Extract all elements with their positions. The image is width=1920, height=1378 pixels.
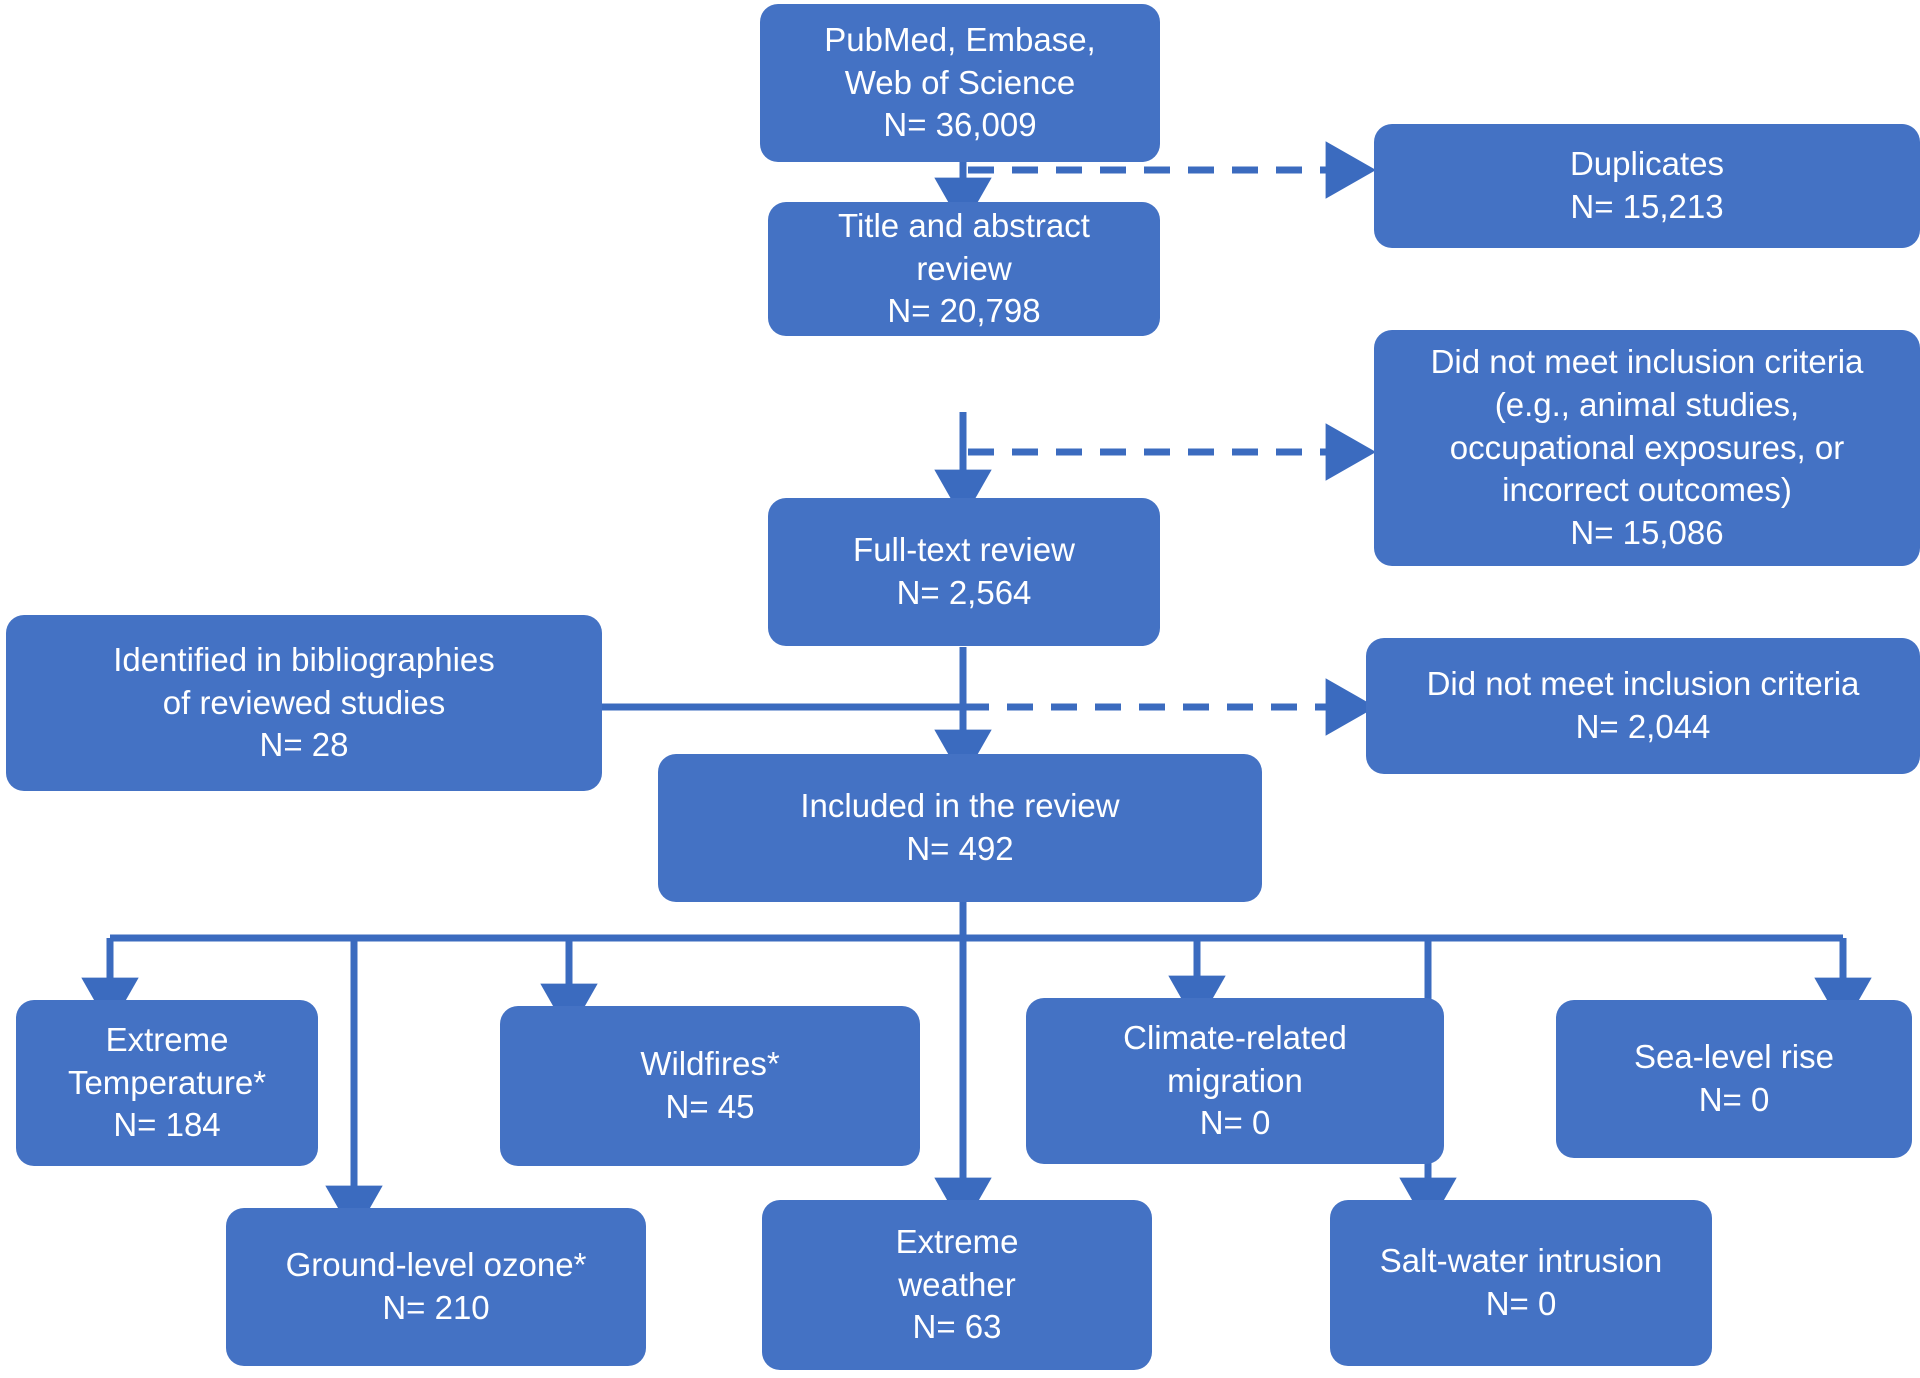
node-extreme-temperature-line2: Temperature* <box>67 1063 267 1101</box>
node-duplicates-line1: Duplicates <box>1569 145 1725 183</box>
node-bibliographies-line1: Identified in bibliographies <box>113 640 495 678</box>
node-bibliographies-line3: N= 28 <box>259 726 349 764</box>
node-climate-migration-line1: Climate-related <box>1123 1018 1347 1056</box>
node-wildfires-line1: Wildfires* <box>640 1045 780 1083</box>
node-sources[interactable]: PubMed, Embase, Web of Science N= 36,009 <box>760 4 1160 162</box>
node-included-line2: N= 492 <box>906 830 1014 867</box>
node-sources-line2: Web of Science <box>844 63 1076 101</box>
node-salt-water-intrusion-line2: N= 0 <box>1485 1285 1557 1322</box>
node-ground-level-ozone-line2: N= 210 <box>382 1289 490 1326</box>
node-sea-level-rise-line1: Sea-level rise <box>1634 1038 1834 1076</box>
node-sea-level-rise-line2: N= 0 <box>1698 1081 1770 1118</box>
node-excluded-screening-line2: (e.g., animal studies, <box>1494 385 1800 423</box>
node-salt-water-intrusion-line1: Salt-water intrusion <box>1379 1242 1663 1280</box>
node-title-abstract-review[interactable]: Title and abstract review N= 20,798 <box>768 202 1160 336</box>
node-excluded-screening-line4: incorrect outcomes) <box>1502 471 1792 509</box>
node-title-abstract-line2: review <box>916 249 1012 287</box>
node-excluded-screening[interactable]: Did not meet inclusion criteria (e.g., a… <box>1374 330 1920 566</box>
node-sea-level-rise[interactable]: Sea-level rise N= 0 <box>1556 1000 1912 1158</box>
node-full-text-line1: Full-text review <box>853 531 1075 569</box>
node-title-abstract-line1: Title and abstract <box>838 206 1090 244</box>
node-climate-migration[interactable]: Climate-related migration N= 0 <box>1026 998 1444 1164</box>
node-excluded-full-text-line2: N= 2,044 <box>1575 708 1711 745</box>
node-extreme-weather-line1: Extreme <box>895 1222 1019 1260</box>
node-extreme-weather[interactable]: Extreme weather N= 63 <box>762 1200 1152 1370</box>
node-excluded-screening-line1: Did not meet inclusion criteria <box>1430 342 1864 380</box>
node-climate-migration-line2: migration <box>1167 1061 1303 1099</box>
node-extreme-weather-line3: N= 63 <box>912 1308 1002 1346</box>
node-ground-level-ozone-line1: Ground-level ozone* <box>285 1246 587 1284</box>
node-excluded-full-text-line1: Did not meet inclusion criteria <box>1426 665 1860 703</box>
node-full-text-review[interactable]: Full-text review N= 2,564 <box>768 498 1160 646</box>
node-wildfires[interactable]: Wildfires* N= 45 <box>500 1006 920 1166</box>
node-extreme-weather-line2: weather <box>898 1265 1016 1303</box>
node-bibliographies[interactable]: Identified in bibliographies of reviewed… <box>6 615 602 791</box>
node-full-text-line2: N= 2,564 <box>896 574 1032 611</box>
node-salt-water-intrusion[interactable]: Salt-water intrusion N= 0 <box>1330 1200 1712 1366</box>
node-included-line1: Included in the review <box>800 787 1120 825</box>
node-ground-level-ozone[interactable]: Ground-level ozone* N= 210 <box>226 1208 646 1366</box>
node-extreme-temperature-line3: N= 184 <box>113 1106 221 1144</box>
node-sources-line3: N= 36,009 <box>883 106 1037 144</box>
node-bibliographies-line2: of reviewed studies <box>162 683 446 721</box>
node-extreme-temperature-line1: Extreme <box>105 1020 229 1058</box>
node-included-in-review[interactable]: Included in the review N= 492 <box>658 754 1262 902</box>
node-extreme-temperature[interactable]: Extreme Temperature* N= 184 <box>16 1000 318 1166</box>
node-wildfires-line2: N= 45 <box>665 1088 755 1125</box>
node-excluded-screening-line3: occupational exposures, or <box>1449 428 1845 466</box>
node-excluded-full-text[interactable]: Did not meet inclusion criteria N= 2,044 <box>1366 638 1920 774</box>
node-excluded-screening-line5: N= 15,086 <box>1570 514 1724 552</box>
node-duplicates[interactable]: Duplicates N= 15,213 <box>1374 124 1920 248</box>
node-climate-migration-line3: N= 0 <box>1199 1104 1271 1142</box>
node-title-abstract-line3: N= 20,798 <box>887 292 1041 330</box>
node-sources-line1: PubMed, Embase, <box>824 20 1096 58</box>
node-duplicates-line2: N= 15,213 <box>1570 188 1724 225</box>
